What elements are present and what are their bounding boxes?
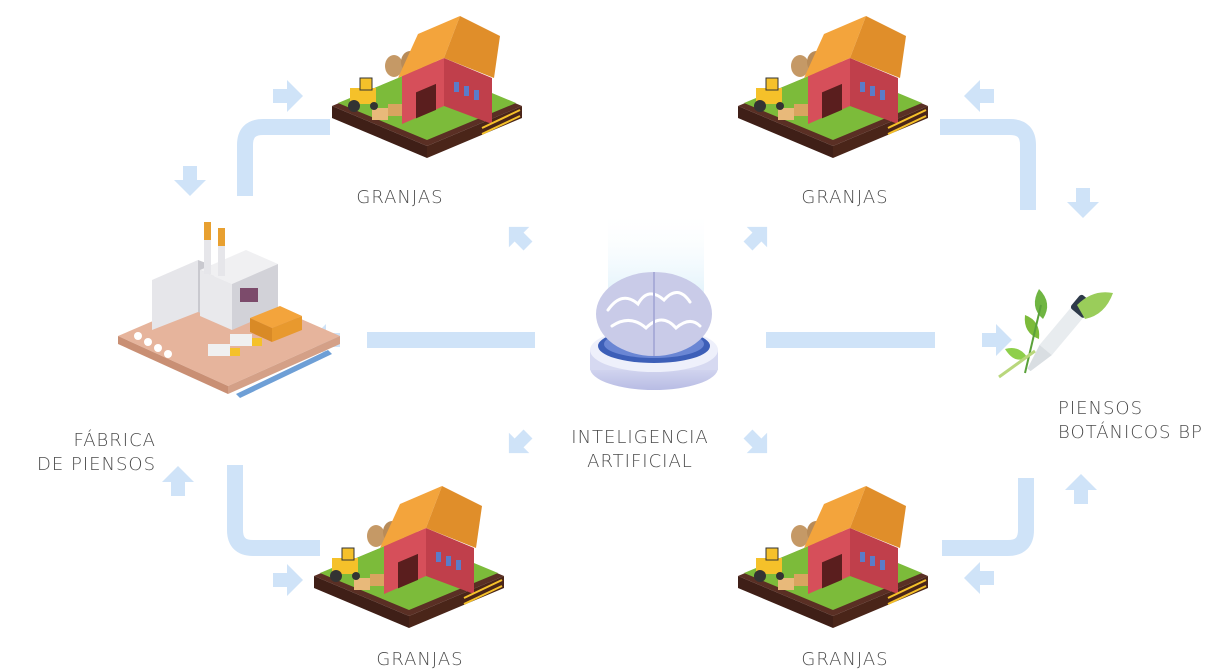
farm-label-bottom-left: GRANJAS <box>376 649 464 670</box>
botanicals-label-line1: PIENSOS <box>1058 398 1144 419</box>
arrow-icon <box>273 80 303 112</box>
factory-label-line1: FÁBRICA <box>73 430 156 451</box>
factory-label-line2: DE PIENSOS <box>37 454 156 475</box>
factory-label: FÁBRICA DE PIENSOS <box>26 429 156 477</box>
ai-label-line2: ARTIFICIAL <box>587 451 693 472</box>
barn-farm-icon <box>331 15 523 159</box>
arrow-icon <box>498 423 539 464</box>
farm-label-top-left: GRANJAS <box>356 187 444 208</box>
arrow-icon <box>174 166 206 196</box>
botanicals-label-line2: BOTÁNICOS BP <box>1058 422 1203 443</box>
flow-connectors <box>227 119 1036 556</box>
arrow-icon <box>498 216 539 257</box>
arrow-icon <box>737 216 778 257</box>
arrow-icon <box>1067 188 1099 218</box>
farm-label-bottom-right: GRANJAS <box>801 649 889 670</box>
feed-factory-icon <box>118 222 340 398</box>
ai-label-line1: INTELIGENCIA <box>571 427 709 448</box>
barn-farm-icon <box>737 485 929 629</box>
barn-farm-icon <box>313 485 505 629</box>
connector-factory-farm-bl <box>227 465 320 556</box>
arrow-icon <box>1065 474 1097 504</box>
arrow-icon <box>162 466 194 496</box>
arrow-icon <box>737 423 778 464</box>
arrow-icon <box>273 564 303 596</box>
botanicals-label: PIENSOS BOTÁNICOS BP <box>1058 397 1208 445</box>
botanical-dropper-icon <box>998 289 1113 379</box>
arrow-icon <box>964 80 994 112</box>
connector-farm-tr-bp <box>940 119 1036 210</box>
ai-brain-icon <box>590 210 718 390</box>
arrow-icon <box>964 562 994 594</box>
farm-label-top-right: GRANJAS <box>801 187 889 208</box>
connector-factory-farm-tl <box>237 119 330 196</box>
ai-label: INTELIGENCIA ARTIFICIAL <box>560 426 720 474</box>
connector-farm-br-bp <box>942 478 1034 556</box>
barn-farm-icon <box>737 15 929 159</box>
